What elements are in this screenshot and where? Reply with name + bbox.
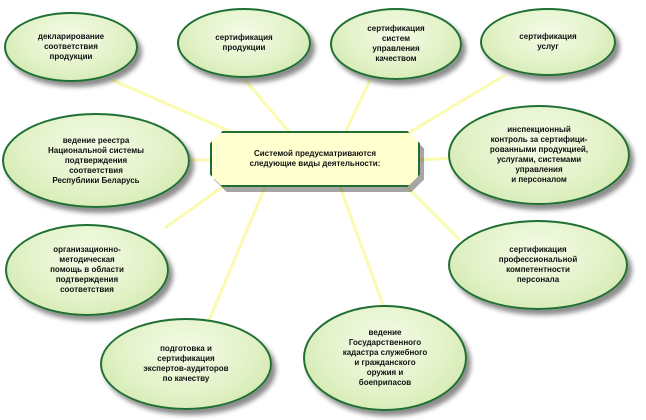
node-service-cert: сертификация услуг xyxy=(480,8,616,76)
connector-method-help xyxy=(164,183,226,230)
node-personnel-cert: сертификация профессиональной компетентн… xyxy=(448,220,628,310)
connector-service-cert xyxy=(399,73,506,140)
node-registry-label: ведение реестра Национальной системы под… xyxy=(48,135,144,185)
connector-auditors xyxy=(203,186,267,331)
connector-qms-cert xyxy=(343,79,372,134)
node-product-cert: сертификация продукции xyxy=(177,8,311,78)
node-qms-cert: сертификация систем управления качеством xyxy=(330,8,462,80)
center-box-label: Системой предусматриваются следующие вид… xyxy=(249,149,381,168)
node-auditors: подготовка и сертификация экспертов-ауди… xyxy=(100,318,272,410)
node-declaring-label: декларирование соответствия продукции xyxy=(37,32,105,61)
node-registry: ведение реестра Национальной системы под… xyxy=(2,113,190,208)
node-weapons-cadastre-label: ведение Государственного кадастра служеб… xyxy=(342,328,428,387)
node-declaring: декларирование соответствия продукции xyxy=(4,12,138,82)
node-qms-cert-label: сертификация систем управления качеством xyxy=(367,24,425,63)
node-auditors-label: подготовка и сертификация экспертов-ауди… xyxy=(143,344,229,383)
node-weapons-cadastre: ведение Государственного кадастра служеб… xyxy=(303,305,467,411)
node-product-cert-label: сертификация продукции xyxy=(215,33,273,52)
connector-declaring xyxy=(111,78,251,142)
node-inspection-label: инспекционный контроль за сертифици- ров… xyxy=(489,125,589,184)
node-method-help: организационно- методическая помощь в об… xyxy=(5,224,169,316)
connector-weapons-cadastre xyxy=(338,186,387,311)
node-inspection: инспекционный контроль за сертифици- ров… xyxy=(448,105,630,205)
node-personnel-cert-label: сертификация профессиональной компетентн… xyxy=(498,245,578,284)
node-service-cert-label: сертификация услуг xyxy=(519,32,577,51)
center-box: Системой предусматриваются следующие вид… xyxy=(210,131,420,187)
node-method-help-label: организационно- методическая помощь в об… xyxy=(50,245,124,294)
connector-personnel-cert xyxy=(403,183,462,242)
connector-product-cert xyxy=(243,79,292,134)
